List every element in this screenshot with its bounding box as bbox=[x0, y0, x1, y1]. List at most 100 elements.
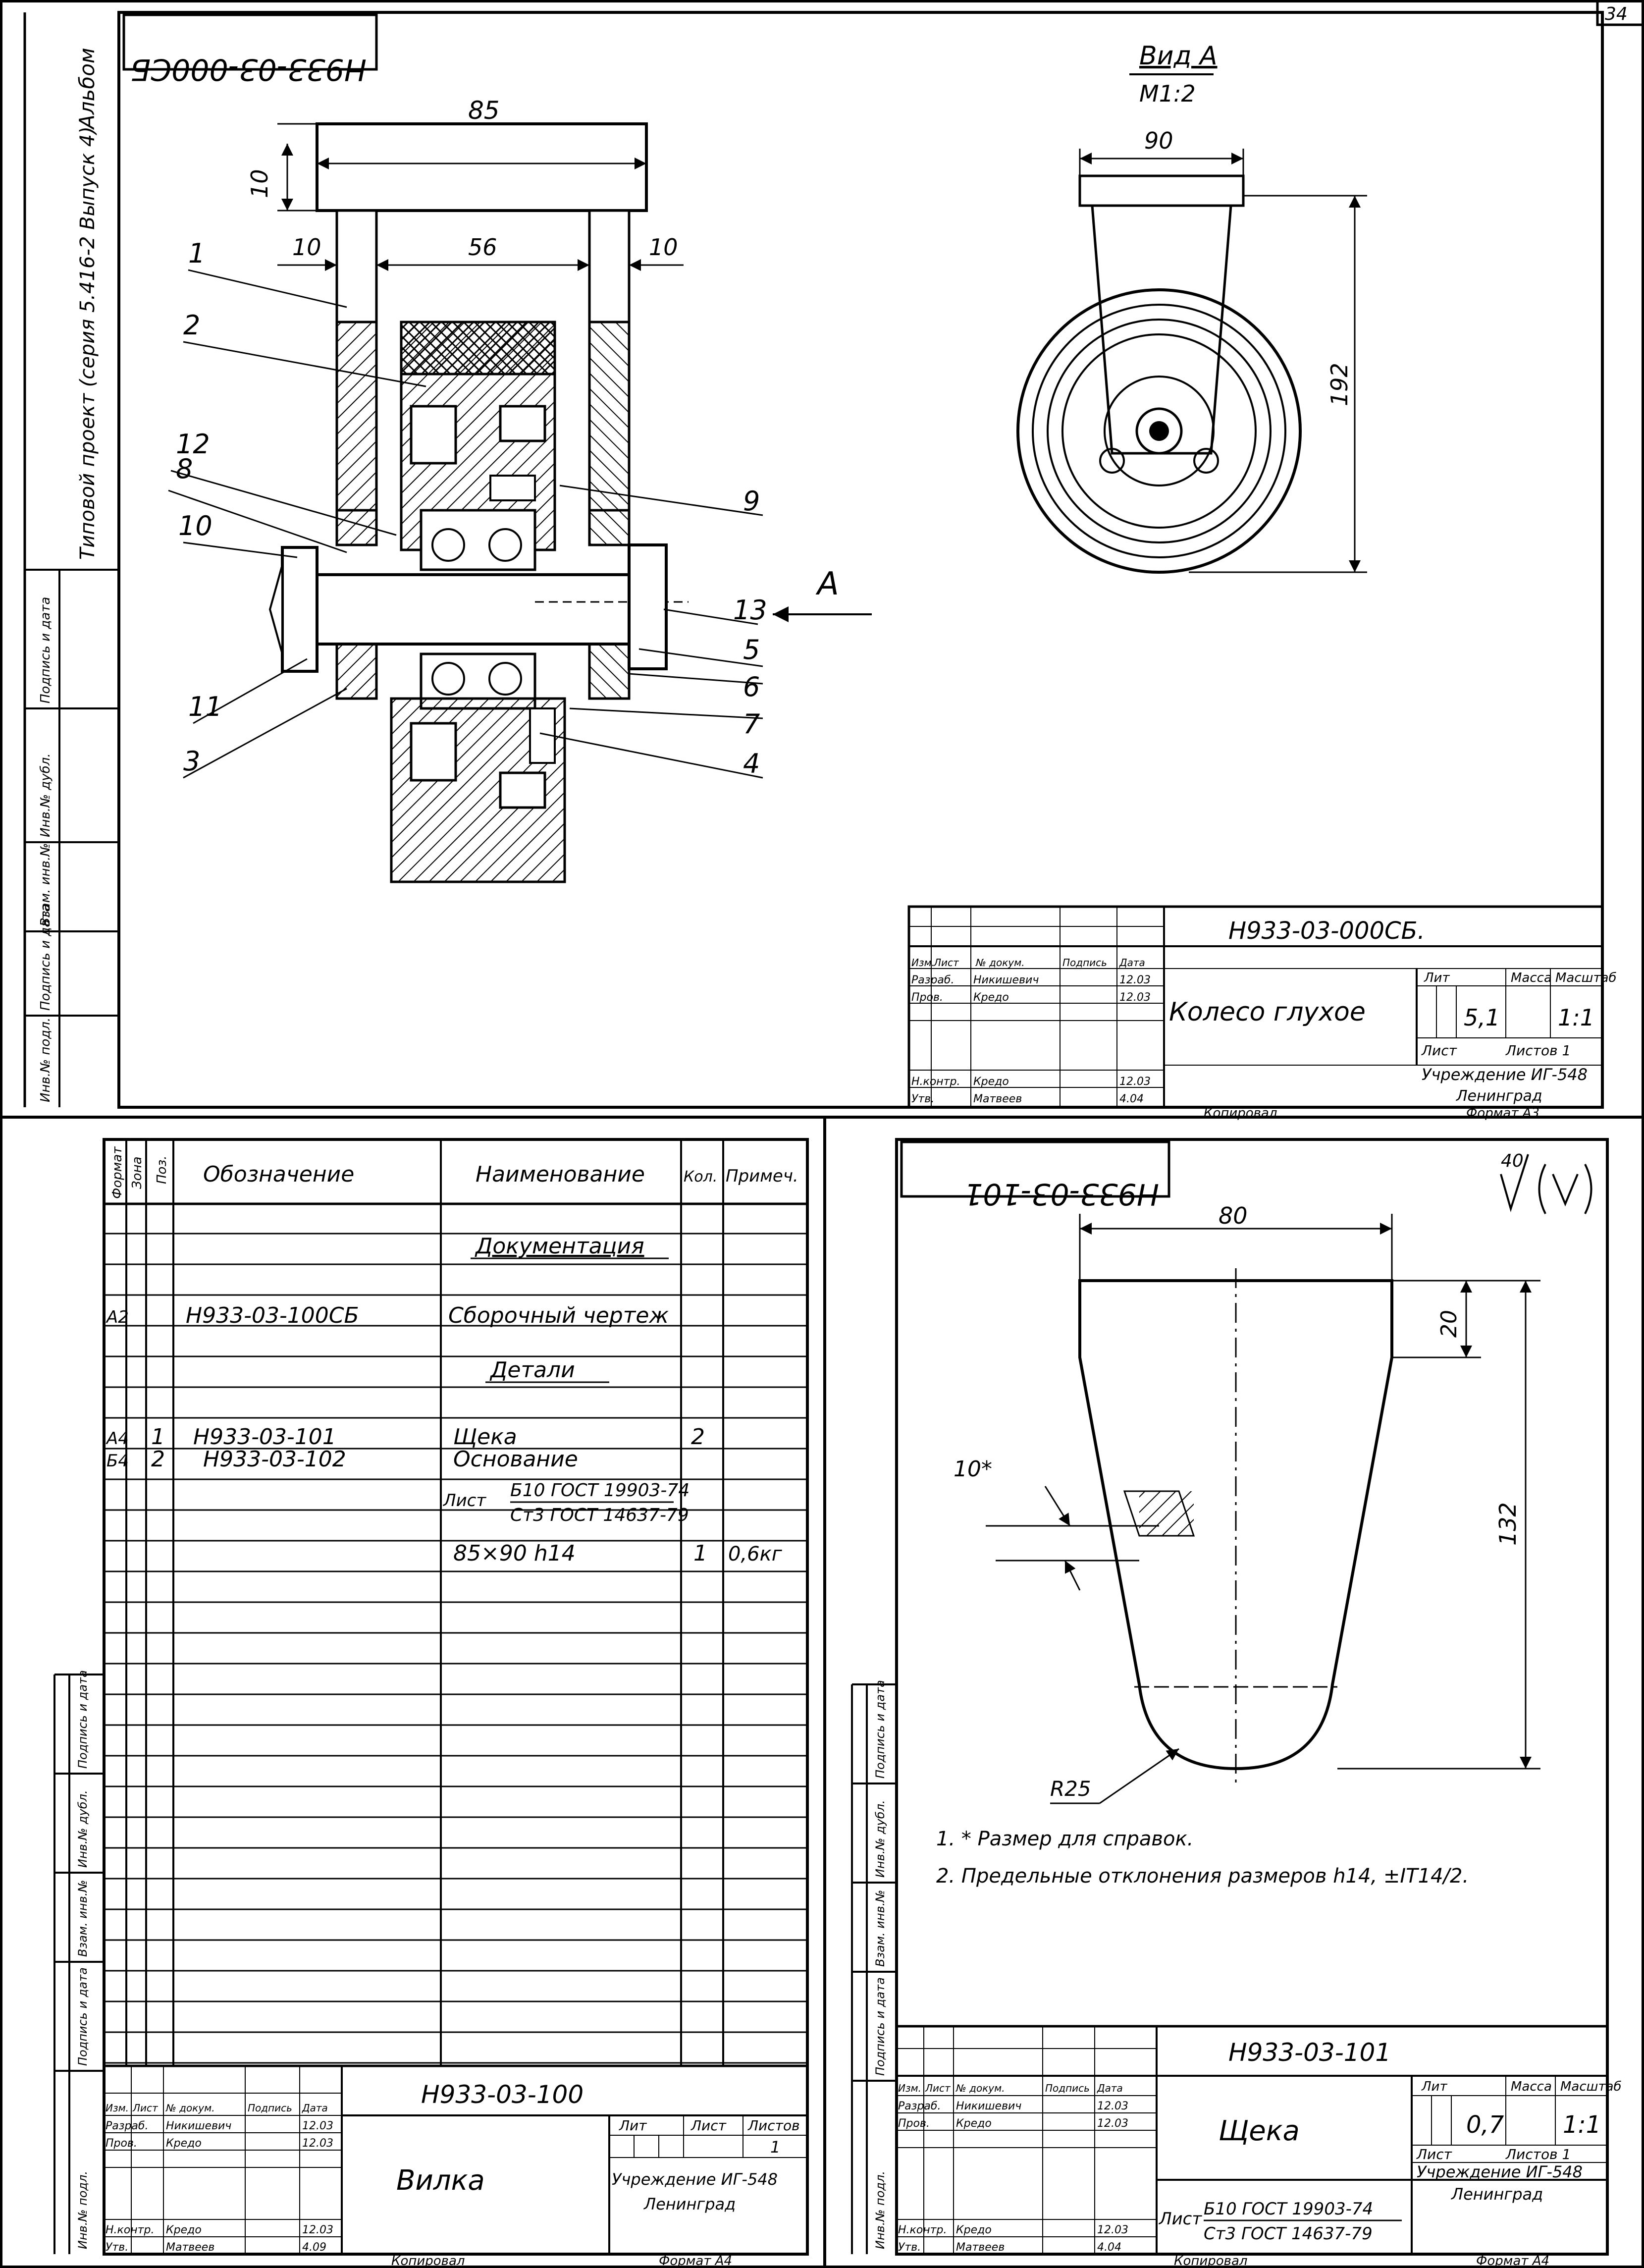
dim-80: 80 bbox=[1219, 1202, 1248, 1229]
sheet1-tb-h-mass: Масса bbox=[1511, 971, 1552, 985]
sheet2-tb-h-list: Лист bbox=[690, 2117, 727, 2134]
spec-material-size: 85×90 h14 bbox=[453, 1541, 576, 1566]
sheet3-code-rotated: Н933-03-101 bbox=[964, 1177, 1159, 1211]
view-a-wheel bbox=[1016, 149, 1367, 574]
callout-4: 4 bbox=[743, 748, 760, 779]
sheet2-tb-r2-role: Н.контр. bbox=[106, 2224, 154, 2236]
sheet3-tb-r2-date: 12.03 bbox=[1097, 2224, 1128, 2236]
dim-192: 192 bbox=[1326, 363, 1353, 406]
sheet2-margin-2: Подпись и дата bbox=[76, 1967, 90, 2066]
margin-stamp-2: Подпись и дата bbox=[38, 904, 53, 1011]
dim-85: 85 bbox=[468, 96, 500, 125]
sheet2-copied: Копировал bbox=[391, 2254, 465, 2268]
sheet3-tb-material-prefix: Лист bbox=[1158, 2209, 1202, 2229]
sheet2-tb-r1-role: Пров. bbox=[106, 2137, 137, 2150]
sheet3-tb-r3-role: Утв. bbox=[898, 2241, 921, 2254]
spec-h-format: Формат bbox=[110, 1146, 125, 1199]
sheet3-margin-3: Взам. инв.№ bbox=[873, 1890, 887, 1967]
callout-8: 8 bbox=[176, 453, 193, 485]
spec-row-3-name: Щека bbox=[453, 1424, 517, 1450]
sheet1-tb-scale: 1:1 bbox=[1558, 1004, 1594, 1031]
sheet3-tb-role-doc: № докум. bbox=[955, 2082, 1005, 2094]
callout-12: 12 bbox=[176, 429, 210, 460]
sheet3-title-block bbox=[895, 2025, 1609, 2256]
sheet1-tb-h-scale: Масштаб bbox=[1555, 971, 1617, 985]
sheet3-margin-5: Подпись и дата bbox=[873, 1680, 887, 1779]
spec-h-note: Примеч. bbox=[726, 1166, 798, 1186]
sheet2-tb-role-sign: Подпись bbox=[248, 2102, 292, 2114]
margin-stamp-3: Взам. инв.№ bbox=[38, 843, 53, 926]
spec-h-name: Наименование bbox=[476, 1162, 645, 1187]
sheet3-tb-material-a: Б10 ГОСТ 19903-74 bbox=[1204, 2199, 1373, 2219]
spec-h-code: Обозначение bbox=[203, 1162, 354, 1187]
sheet1-code-box bbox=[122, 13, 378, 71]
margin-stamp-5: Подпись и дата bbox=[38, 597, 53, 703]
sheet3-tb-role-izm: Изм. bbox=[898, 2082, 921, 2094]
sheet3-tb-material-b: Ст3 ГОСТ 14637-79 bbox=[1204, 2224, 1373, 2244]
spec-row-3-pos: 1 bbox=[151, 1424, 165, 1450]
sheet3-tb-h-lit: Лит bbox=[1421, 2079, 1447, 2094]
dim-10-top: 10 bbox=[246, 169, 273, 198]
sheet1-tb-r2-name: Кредо bbox=[973, 1076, 1009, 1088]
sheet3-tb-r3-name: Матвеев bbox=[956, 2241, 1005, 2254]
spec-row-0-name: Документация bbox=[475, 1234, 644, 1259]
spec-row-3-format: А4 bbox=[106, 1429, 129, 1449]
callout-9: 9 bbox=[743, 486, 760, 517]
sheet2-tb-sheets: 1 bbox=[770, 2138, 780, 2157]
sheet3-margin-1: Инв.№ подл. bbox=[873, 2171, 887, 2249]
roughness-mark bbox=[1500, 1154, 1592, 1214]
sheet1-tb-sheets: Листов 1 bbox=[1505, 1042, 1571, 1059]
sheet2-tb-r3-name: Матвеев bbox=[166, 2241, 214, 2254]
callout-1: 1 bbox=[188, 238, 205, 269]
dim-10-ref: 10* bbox=[954, 1457, 992, 1482]
dim-132: 132 bbox=[1494, 1502, 1521, 1546]
sheet2-tb-role-doc: № докум. bbox=[165, 2102, 215, 2114]
dim-20: 20 bbox=[1436, 1310, 1462, 1338]
margin-stamp-1: Инв.№ подл. bbox=[38, 1018, 53, 1102]
sheet1-tb-r0-date: 12.03 bbox=[1119, 974, 1151, 986]
sheet1-tb-r1-name: Кредо bbox=[973, 991, 1009, 1004]
sheet3-tb-r0-date: 12.03 bbox=[1097, 2100, 1128, 2112]
sheet2-tb-r1-date: 12.03 bbox=[302, 2137, 333, 2150]
callout-2: 2 bbox=[183, 310, 200, 341]
sheet1-tb-h-lit: Лит bbox=[1424, 971, 1450, 985]
sheet1-tb-role-sign: Подпись bbox=[1062, 957, 1107, 969]
cheek-part-view bbox=[986, 1214, 1540, 1804]
sheet2-tb-org: Учреждение ИГ-548 bbox=[612, 2170, 778, 2189]
sheet2-tb-city: Ленинград bbox=[643, 2195, 736, 2214]
sheet3-tb-code: Н933-03-101 bbox=[1228, 2038, 1391, 2067]
sheet2-margin-4: Инв.№ дубл. bbox=[76, 1790, 90, 1868]
sheet2-tb-r1-name: Кредо bbox=[166, 2137, 202, 2150]
sheet1-tb-r3-date: 4.04 bbox=[1119, 1093, 1144, 1105]
roughness-value: 40 bbox=[1501, 1151, 1524, 1171]
dim-90: 90 bbox=[1144, 127, 1173, 154]
page-number: 34 bbox=[1605, 4, 1628, 24]
dim-56: 56 bbox=[468, 234, 497, 261]
spec-row-3-code: Н933-03-101 bbox=[193, 1424, 336, 1450]
sheet3-tb-r1-date: 12.03 bbox=[1097, 2117, 1128, 2130]
sheet3-tb-city: Ленинград bbox=[1451, 2185, 1543, 2204]
sheet2-tb-r0-name: Никишевич bbox=[166, 2120, 231, 2132]
callout-5: 5 bbox=[743, 634, 760, 665]
sheet3-tb-scale: 1:1 bbox=[1563, 2111, 1601, 2139]
view-a-scale: М1:2 bbox=[1139, 80, 1196, 107]
spec-h-qty: Кол. bbox=[684, 1168, 717, 1186]
sheet2-tb-name: Вилка bbox=[396, 2164, 485, 2197]
spec-h-pos: Поз. bbox=[155, 1155, 169, 1184]
project-label: Типовой проект (серия 5.416-2 Выпуск 4) bbox=[76, 126, 99, 560]
sheet2-tb-role-date: Дата bbox=[302, 2102, 328, 2114]
sheet3-format: Формат А4 bbox=[1476, 2254, 1549, 2268]
sheet2-tb-r2-name: Кредо bbox=[166, 2224, 202, 2236]
sheet2-tb-r3-role: Утв. bbox=[106, 2241, 128, 2254]
sheet2-tb-role-izm: Изм. bbox=[106, 2102, 129, 2114]
sheet3-tb-r0-role: Разраб. bbox=[898, 2100, 941, 2112]
sheet2-format: Формат А4 bbox=[659, 2254, 732, 2268]
dim-10-right: 10 bbox=[649, 234, 678, 261]
sheet2-tb-r2-date: 12.03 bbox=[302, 2224, 333, 2236]
sheet3-tb-r3-date: 4.04 bbox=[1097, 2241, 1121, 2254]
sheet3-tb-r1-role: Пров. bbox=[898, 2117, 930, 2130]
spec-row-1-name: Сборочный чертеж bbox=[448, 1303, 669, 1328]
sheet2-tb-code: Н933-03-100 bbox=[421, 2080, 583, 2109]
dim-r25: R25 bbox=[1050, 1777, 1091, 1801]
